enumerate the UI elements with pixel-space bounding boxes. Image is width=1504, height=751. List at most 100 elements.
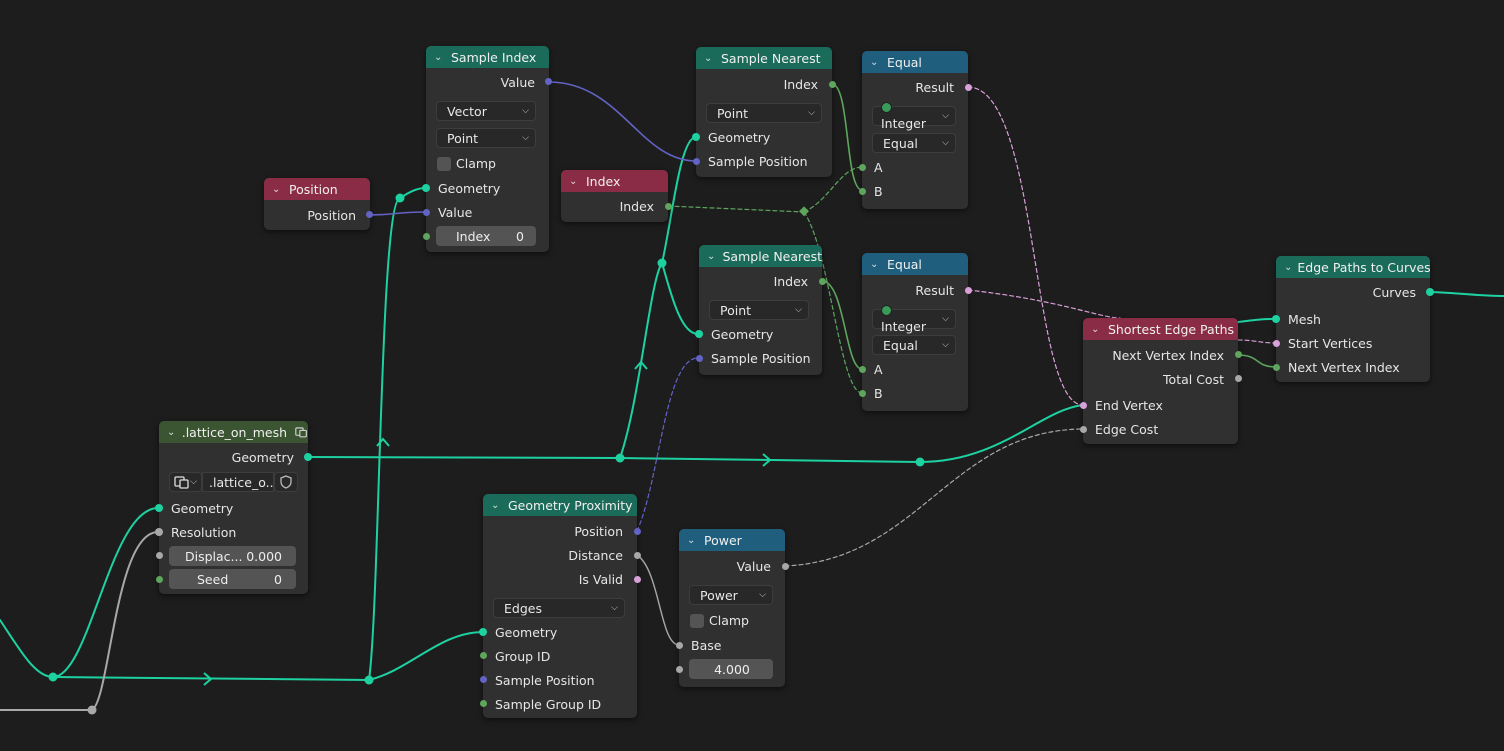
socket-label: Geometry <box>495 624 558 640</box>
output-value: Value <box>426 71 549 93</box>
chevron-down-icon: ⌵ <box>942 111 949 121</box>
chevron-down-icon[interactable]: ⌄ <box>687 534 696 546</box>
domain-dropdown[interactable]: Point⌵ <box>709 300 809 320</box>
link-nearest1-index <box>831 83 863 191</box>
node-header[interactable]: ⌄Sample Nearest <box>699 245 822 267</box>
socket-input[interactable] <box>155 528 163 536</box>
node-header[interactable]: ⌄Power <box>679 529 785 551</box>
chevron-down-icon[interactable]: ⌄ <box>870 56 879 68</box>
node-header[interactable]: ⌄Shortest Edge Paths <box>1083 318 1238 340</box>
link-position-value <box>369 211 426 216</box>
socket-label: Sample Position <box>708 153 808 169</box>
chevron-down-icon[interactable]: ⌄ <box>1284 261 1293 273</box>
dropdown-value: Point <box>720 302 752 318</box>
link-start-vertices <box>1237 339 1277 344</box>
link-geometry-to-lattice <box>52 507 159 678</box>
socket-label: Curves <box>1372 284 1416 300</box>
socket-label: Index <box>773 273 808 289</box>
chevron-down-icon[interactable]: ⌄ <box>1091 323 1100 335</box>
displace-field[interactable]: Displac...0.000 <box>169 546 296 566</box>
socket-input[interactable] <box>155 504 163 512</box>
chevron-down-icon[interactable]: ⌄ <box>272 183 281 195</box>
exponent-field[interactable]: 4.000 <box>689 659 773 679</box>
link-index-out <box>667 205 805 213</box>
chevron-down-icon[interactable]: ⌄ <box>167 426 176 438</box>
link-geometry-left-in <box>0 619 54 678</box>
domain-dropdown[interactable]: Point⌵ <box>706 103 822 123</box>
node-index[interactable]: ⌄Index Index <box>561 170 674 222</box>
socket-output[interactable] <box>304 453 312 461</box>
flow-arrow-icon <box>634 360 648 370</box>
node-header[interactable]: ⌄Sample Index <box>426 46 549 68</box>
node-equal[interactable]: ⌄Equal Result Integer⌵ Equal⌵ A B <box>857 253 974 411</box>
chevron-down-icon[interactable]: ⌄ <box>491 499 500 511</box>
socket-input[interactable] <box>695 330 703 338</box>
chevron-down-icon[interactable]: ⌄ <box>569 175 578 187</box>
flow-arrow-icon <box>203 672 213 686</box>
socket-label: Value <box>736 558 771 574</box>
node-group-icon <box>295 427 307 438</box>
chevron-down-icon[interactable]: ⌄ <box>707 250 716 262</box>
input-geometry: Geometry <box>159 497 308 519</box>
node-edge-paths-to-curves[interactable]: ⌄Edge Paths to Curves Curves Mesh Start … <box>1271 256 1434 382</box>
node-sample-index[interactable]: ⌄Sample Index Value Vector⌵ Point⌵ Clamp… <box>421 46 554 252</box>
node-shortest-edge-paths[interactable]: ⌄Shortest Edge Paths Next Vertex Index T… <box>1078 318 1244 444</box>
node-sample-nearest[interactable]: ⌄Sample Nearest Index Point⌵ Geometry Sa… <box>691 47 838 177</box>
data-type-dropdown[interactable]: Integer⌵ <box>872 102 956 131</box>
socket-label: B <box>874 183 883 199</box>
socket-input[interactable] <box>1272 315 1280 323</box>
input-a: A <box>862 358 968 380</box>
node-header[interactable]: ⌄Position <box>264 178 370 200</box>
clamp-checkbox[interactable] <box>437 157 451 171</box>
target-element-dropdown[interactable]: Edges⌵ <box>493 598 625 618</box>
socket-output[interactable] <box>1426 288 1434 296</box>
node-header[interactable]: ⌄ Equal <box>862 51 968 73</box>
socket-input[interactable] <box>422 184 430 192</box>
node-geometry-proximity[interactable]: ⌄Geometry Proximity Position Distance Is… <box>478 494 643 718</box>
chevron-down-icon[interactable]: ⌄ <box>434 51 443 63</box>
node-header[interactable]: ⌄Index <box>561 170 668 192</box>
clamp-checkbox[interactable] <box>690 614 704 628</box>
socket-input[interactable] <box>479 628 487 636</box>
node-equal[interactable]: ⌄Equal Result Integer⌵ Equal⌵ A B <box>857 51 974 209</box>
output-total-cost: Total Cost <box>1083 368 1238 390</box>
link-nearest2-index <box>821 280 863 370</box>
output-index: Index <box>699 270 822 292</box>
chevron-down-icon[interactable]: ⌄ <box>870 258 879 270</box>
fake-user-button[interactable] <box>274 472 298 492</box>
operation-dropdown[interactable]: Equal⌵ <box>872 335 956 355</box>
socket-label: A <box>874 159 883 175</box>
reroute-dot <box>615 453 625 463</box>
node-header[interactable]: ⌄.lattice_on_mesh <box>159 421 308 443</box>
group-name-field[interactable]: .lattice_o... <box>202 472 278 492</box>
chevron-down-icon[interactable]: ⌄ <box>704 52 713 64</box>
operation-dropdown[interactable]: Power⌵ <box>689 585 773 605</box>
node-sample-nearest[interactable]: ⌄Sample Nearest Index Point⌵ Geometry Sa… <box>694 245 828 375</box>
data-type-dropdown[interactable]: Vector⌵ <box>436 101 536 121</box>
node-group-lattice-on-mesh[interactable]: ⌄.lattice_on_mesh Geometry ⌵ .lattice_o.… <box>154 421 312 594</box>
operation-dropdown[interactable]: Equal⌵ <box>872 133 956 153</box>
input-b: B <box>862 180 968 202</box>
node-header[interactable]: ⌄Equal <box>862 253 968 275</box>
node-position[interactable]: ⌄Position Position <box>264 178 375 230</box>
reroute-dot <box>657 258 667 268</box>
socket-label: End Vertex <box>1095 397 1163 413</box>
node-power[interactable]: ⌄Power Value Power⌵ Clamp Base 4.000 <box>674 529 791 687</box>
data-type-dropdown[interactable]: Integer⌵ <box>872 305 956 334</box>
field-value: .lattice_o... <box>209 474 278 490</box>
node-title: Equal <box>887 54 922 70</box>
dropdown-value: Power <box>700 587 738 603</box>
socket-label: Geometry <box>231 449 294 465</box>
domain-dropdown[interactable]: Point⌵ <box>436 128 536 148</box>
socket-input[interactable] <box>692 133 700 141</box>
node-header[interactable]: ⌄Sample Nearest <box>696 47 832 69</box>
group-selector[interactable]: ⌵ <box>169 472 202 492</box>
field-label: Index <box>456 228 491 244</box>
node-header[interactable]: ⌄Edge Paths to Curves <box>1276 256 1431 278</box>
node-header[interactable]: ⌄Geometry Proximity <box>483 494 637 516</box>
link-to-shortest-paths <box>619 404 1084 464</box>
input-sample-group-id: Sample Group ID <box>483 693 637 715</box>
input-sample-position: Sample Position <box>699 347 822 369</box>
